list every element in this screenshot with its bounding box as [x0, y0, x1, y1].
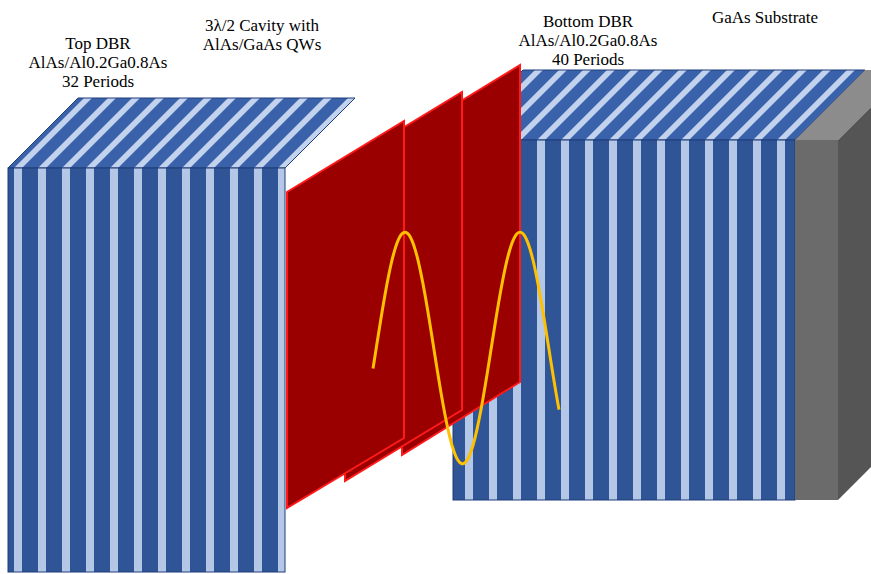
substrate-label: GaAs Substrate	[712, 9, 818, 28]
substrate-block	[795, 70, 871, 500]
period-count: 32 Periods	[62, 73, 134, 92]
standing-wave	[373, 232, 559, 464]
material-label: AlAs/Al0.2Ga0.8As	[519, 32, 658, 51]
block-title: Top DBR	[65, 35, 130, 54]
cavity-title: 3λ/2 Cavity with	[205, 17, 319, 36]
period-count: 40 Periods	[552, 51, 624, 70]
top-dbr-block	[8, 98, 355, 572]
block-title: Bottom DBR	[543, 13, 633, 32]
material-label: AlAs/Al0.2Ga0.8As	[29, 54, 168, 73]
material-label: AlAs/GaAs QWs	[203, 36, 322, 55]
